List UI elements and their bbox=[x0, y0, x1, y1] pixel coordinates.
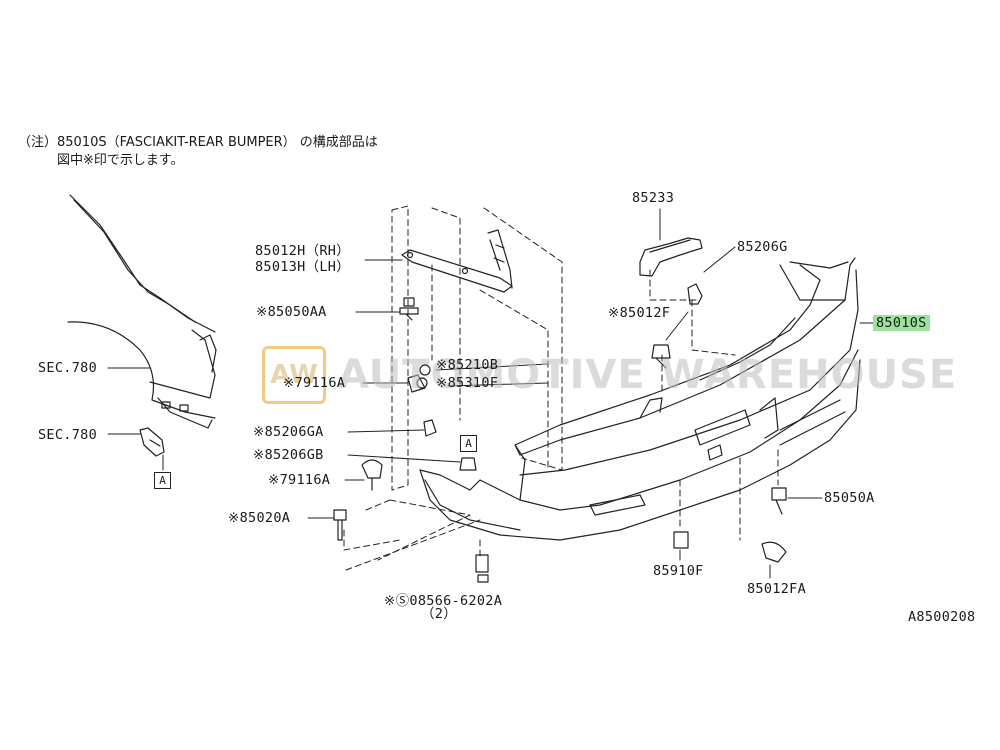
leader-lines bbox=[107, 208, 876, 579]
label-85012h[interactable]: 85012H（RH） bbox=[255, 243, 351, 259]
watermark-logo: AW bbox=[262, 346, 326, 404]
label-sec780-upper[interactable]: SEC.780 bbox=[38, 360, 97, 376]
label-79116a-upper[interactable]: ※79116A bbox=[283, 375, 346, 391]
label-08566-6202a[interactable]: ※Ⓢ08566-6202A bbox=[384, 593, 503, 609]
label-85050a[interactable]: 85050A bbox=[824, 490, 875, 506]
label-85013h[interactable]: 85013H（LH） bbox=[255, 259, 351, 275]
reference-marker-a-left: A bbox=[154, 472, 171, 489]
label-85910f[interactable]: 85910F bbox=[653, 563, 704, 579]
fender-drawing bbox=[67, 194, 217, 457]
label-79116a-lower[interactable]: ※79116A bbox=[268, 472, 331, 488]
fasteners-drawing bbox=[333, 283, 787, 583]
label-85310f[interactable]: ※85310F bbox=[436, 375, 499, 391]
label-85233[interactable]: 85233 bbox=[632, 190, 675, 206]
note-line-2: 図中※印で示します。 bbox=[57, 153, 184, 168]
label-85012f[interactable]: ※85012F bbox=[608, 305, 671, 321]
diagram-id: A8500208 bbox=[908, 609, 976, 625]
label-85020a[interactable]: ※85020A bbox=[228, 510, 291, 526]
label-08566-qty: （2） bbox=[421, 606, 458, 622]
watermark: AW AUTOMOTIVE WAREHOUSE bbox=[262, 345, 957, 405]
reference-marker-a-upper: A bbox=[460, 435, 477, 452]
bracket-85012h-drawing bbox=[401, 229, 513, 293]
label-85206ga[interactable]: ※85206GA bbox=[253, 424, 324, 440]
label-85210b[interactable]: ※85210B bbox=[436, 357, 499, 373]
bracket-85233-drawing bbox=[639, 237, 703, 277]
leader-dashed-lines bbox=[343, 205, 779, 571]
label-sec780-lower[interactable]: SEC.780 bbox=[38, 427, 97, 443]
label-85010s-highlighted[interactable]: 85010S bbox=[873, 315, 930, 331]
note-line-1: （注）85010S（FASCIAKIT-REAR BUMPER） の構成部品は bbox=[18, 135, 378, 150]
label-85012fa[interactable]: 85012FA bbox=[747, 581, 806, 597]
label-85050aa[interactable]: ※85050AA bbox=[256, 304, 327, 320]
watermark-text: AUTOMOTIVE WAREHOUSE bbox=[338, 352, 958, 398]
label-85206gb[interactable]: ※85206GB bbox=[253, 447, 324, 463]
rear-bumper-fascia-drawing bbox=[419, 257, 861, 541]
label-85206g[interactable]: 85206G bbox=[737, 239, 788, 255]
